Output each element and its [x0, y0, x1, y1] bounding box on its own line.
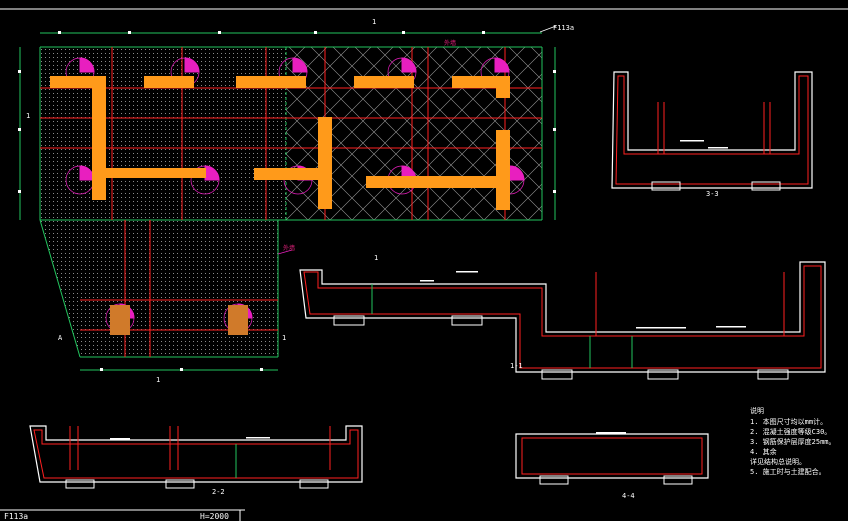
- beam: [496, 76, 510, 98]
- callout-top: 外墙: [444, 39, 456, 47]
- axis-mark-left: 1: [26, 112, 30, 120]
- plan-dotted-area-left: [40, 47, 286, 220]
- plan-dimension-lines: [19, 32, 556, 371]
- beam: [144, 76, 194, 88]
- section-3-3: 3-3: [611, 71, 813, 198]
- notes-line: 5. 施工时与土建配合。: [750, 467, 826, 476]
- dimension-ticks: [18, 31, 556, 371]
- notes-line: 2. 混凝土强度等级C30。: [750, 427, 831, 436]
- notes-title: 说明: [750, 406, 764, 415]
- notes-line: 3. 钢筋保护层厚度25mm。: [750, 437, 836, 446]
- plan-tag-label: F113a: [553, 24, 574, 32]
- section-label-3-3: 3-3: [706, 190, 719, 198]
- general-notes: 说明 1. 本图尺寸均以mm计。 2. 混凝土强度等级C30。 3. 钢筋保护层…: [750, 406, 836, 476]
- notes-line: 1. 本图尺寸均以mm计。: [750, 417, 827, 426]
- beam: [452, 76, 510, 88]
- axis-mark-top: 1: [372, 18, 376, 26]
- axis-mark-mid: 1: [374, 254, 378, 262]
- axis-mark-bottom: 1: [156, 376, 160, 384]
- plan-dotted-area-lower: [40, 220, 278, 357]
- drawing-scale: H=2000: [200, 512, 229, 521]
- beam: [228, 305, 248, 335]
- notes-line: 4. 其余: [750, 447, 777, 456]
- title-block: F113a H=2000: [4, 512, 229, 521]
- beam: [254, 168, 320, 180]
- beam: [354, 76, 414, 88]
- drawing-frame: [0, 8, 848, 521]
- callout-left: 外墙: [283, 244, 295, 252]
- beam: [92, 168, 206, 178]
- section-label-1-1: 1-1: [510, 362, 523, 370]
- beam: [110, 305, 130, 335]
- section-label-4-4: 4-4: [622, 492, 635, 500]
- drawing-number: F113a: [4, 512, 28, 521]
- section-4-4: 4-4: [515, 432, 709, 500]
- notes-line: 详见结构总说明。: [750, 457, 806, 466]
- section-2-2: 2-2: [29, 425, 363, 496]
- section-label-2-2: 2-2: [212, 488, 225, 496]
- beam: [496, 130, 510, 210]
- section-1-1: 1-1: [299, 261, 826, 380]
- beam: [318, 117, 332, 209]
- beam: [366, 176, 510, 188]
- axis-mark-left-lower: A: [58, 334, 63, 342]
- beam: [92, 76, 106, 200]
- foundation-beams: [50, 76, 510, 335]
- beam: [236, 76, 306, 88]
- foundation-plan: F113a 外墙 外墙 1 1 A 1 1 1: [18, 18, 574, 384]
- axis-mark-right: 1: [282, 334, 286, 342]
